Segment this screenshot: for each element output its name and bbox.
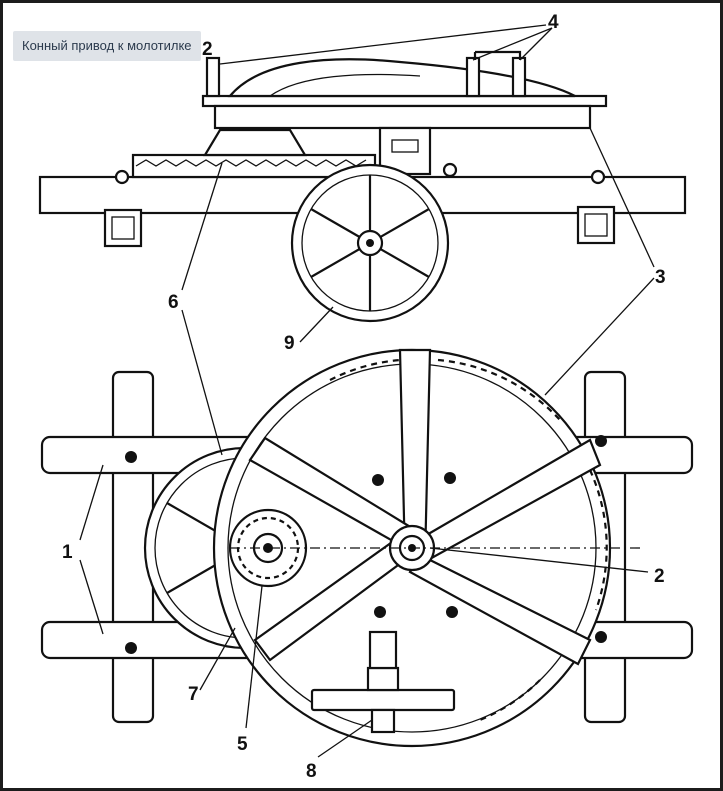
beam-block-left <box>103 208 143 248</box>
label-6: 6 <box>168 292 179 313</box>
image-caption: Конный привод к молотилке <box>13 31 201 61</box>
yoke-plate <box>201 94 608 108</box>
yoke-body <box>213 104 592 130</box>
pin-left <box>205 56 221 98</box>
beam-block-right <box>576 205 616 245</box>
label-7: 7 <box>188 684 199 705</box>
drive-shaft-bearing <box>310 688 456 712</box>
pulley-wheel-elevation <box>290 163 450 323</box>
gear-hub-elevation <box>203 128 307 157</box>
label-5: 5 <box>237 734 248 755</box>
leader-lines <box>79 24 655 758</box>
label-8: 8 <box>306 761 317 782</box>
label-9: 9 <box>284 333 295 354</box>
bearing-nut <box>370 708 396 734</box>
pin-right <box>511 56 527 98</box>
bearing-bracket <box>368 630 398 670</box>
yoke-dome <box>227 58 576 98</box>
part-labels: 2 4 3 6 9 1 2 7 5 8 <box>62 12 666 782</box>
pin-mid <box>465 56 481 98</box>
label-4: 4 <box>548 12 559 33</box>
label-3: 3 <box>655 267 666 288</box>
label-1: 1 <box>62 542 73 563</box>
side-elevation <box>38 50 687 323</box>
plan-view <box>40 348 694 748</box>
label-2: 2 <box>654 566 665 587</box>
label-2-top: 2 <box>202 39 213 60</box>
bearing-housing <box>366 666 400 692</box>
